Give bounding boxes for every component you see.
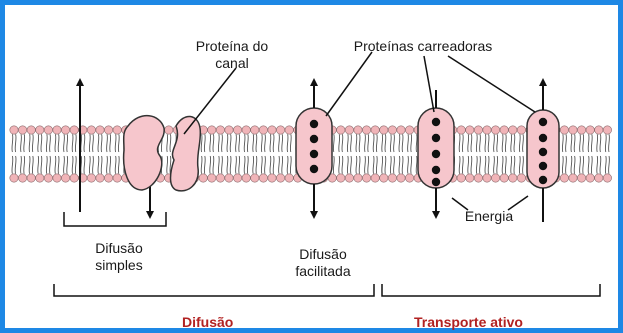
active-transport-section-label: Transporte ativo [414,314,523,331]
diffusion-section-label: Difusão [182,314,233,331]
energy-label: Energia [454,208,524,225]
facilitated-diffusion-label: Difusão facilitada [280,246,366,280]
channel-protein-label: Proteína do canal [180,38,284,72]
carrier-proteins-label: Proteínas carreadoras [328,38,518,55]
simple-diffusion-label: Difusão simples [84,240,154,274]
